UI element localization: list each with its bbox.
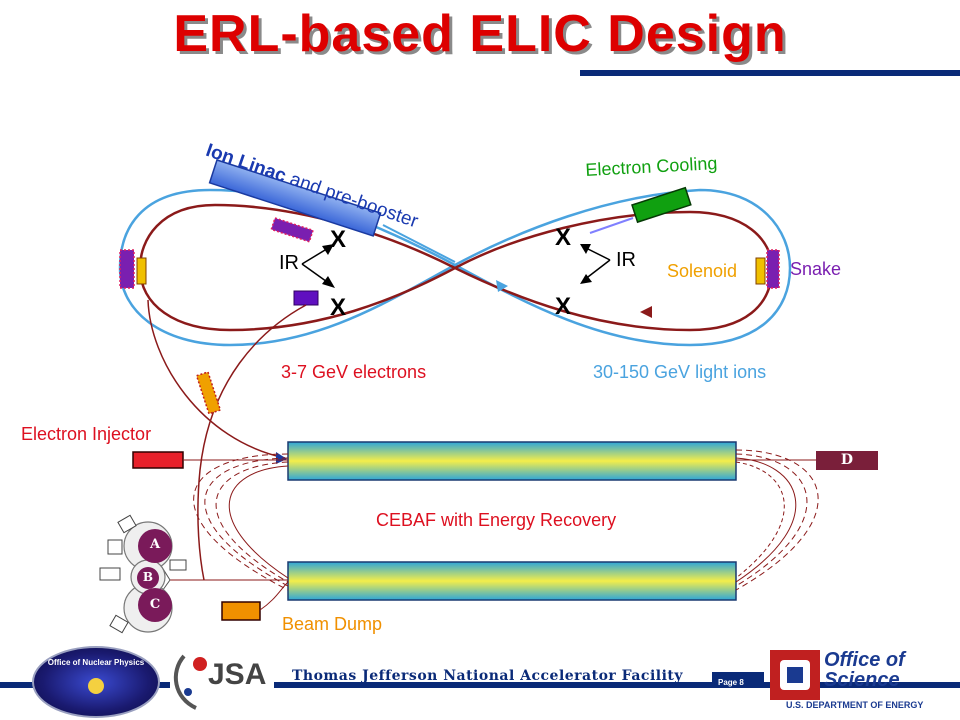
injection-magnet bbox=[293, 290, 319, 306]
hall-b-label: B bbox=[142, 570, 154, 584]
x-mark-bottom-left: X bbox=[330, 294, 347, 321]
office-of-science-mark-icon bbox=[770, 650, 820, 700]
jsa-text: JSA bbox=[208, 658, 267, 691]
ion-direction-arrow bbox=[496, 280, 508, 292]
dump-box bbox=[816, 451, 878, 470]
electron-direction-arrow bbox=[640, 306, 652, 318]
cebaf-north-linac bbox=[287, 441, 737, 481]
electrons-label: 3-7 GeV electrons bbox=[281, 362, 427, 382]
snake-left bbox=[119, 249, 135, 289]
ir-right-label: IR bbox=[616, 249, 636, 271]
solenoid-label: Solenoid bbox=[667, 261, 738, 281]
x-mark-bottom-right: X bbox=[555, 293, 572, 320]
pre-booster-element bbox=[270, 217, 314, 243]
x-mark-top-left: X bbox=[330, 226, 347, 253]
office-of-text: Office of bbox=[824, 649, 905, 671]
nuclear-physics-logo: Office of Nuclear Physics bbox=[32, 646, 160, 718]
cebaf-label: CEBAF with Energy Recovery bbox=[376, 510, 617, 530]
ir-left-label: IR bbox=[279, 252, 299, 274]
beam-dump-label: Beam Dump bbox=[282, 614, 383, 634]
hall-a-label: A bbox=[149, 537, 161, 552]
electron-injector bbox=[132, 451, 184, 469]
transfer-element bbox=[195, 371, 222, 415]
snake-label: Snake bbox=[790, 259, 842, 279]
nuclear-physics-text: Office of Nuclear Physics bbox=[47, 658, 145, 667]
x-mark-top-right: X bbox=[555, 224, 572, 251]
jsa-swoosh-icon bbox=[174, 654, 207, 710]
slide-title: ERL-based ELIC Design bbox=[173, 5, 787, 63]
electron-ring bbox=[138, 203, 774, 332]
page-box bbox=[712, 672, 764, 686]
ion-ring bbox=[118, 188, 792, 347]
dump-letter: D bbox=[840, 452, 854, 468]
electron-injector-label: Electron Injector bbox=[21, 424, 152, 444]
light-ions-label: 30-150 GeV light ions bbox=[593, 362, 767, 382]
lab-name: Thomas Jefferson National Accelerator Fa… bbox=[292, 668, 684, 684]
electron-cooling-device bbox=[631, 186, 692, 224]
footer-bar bbox=[0, 682, 960, 688]
solenoid-right bbox=[755, 257, 766, 285]
page-number: Page 8 bbox=[718, 678, 744, 687]
experimental-halls bbox=[99, 514, 187, 634]
title-underline-bar bbox=[580, 70, 960, 76]
snake-right bbox=[766, 249, 780, 289]
cebaf-south-linac bbox=[287, 561, 737, 601]
doe-text: U.S. DEPARTMENT OF ENERGY bbox=[786, 700, 924, 710]
injector-line bbox=[147, 299, 286, 459]
beam-dump bbox=[221, 601, 261, 621]
hall-c-label: C bbox=[149, 597, 161, 612]
science-text: Science bbox=[824, 669, 900, 691]
electron-transfer-line bbox=[197, 304, 307, 581]
ion-linac bbox=[208, 159, 382, 237]
solenoid-left bbox=[136, 257, 147, 285]
nucleus-icon bbox=[88, 678, 104, 694]
jsa-logo: JSA bbox=[170, 648, 274, 712]
